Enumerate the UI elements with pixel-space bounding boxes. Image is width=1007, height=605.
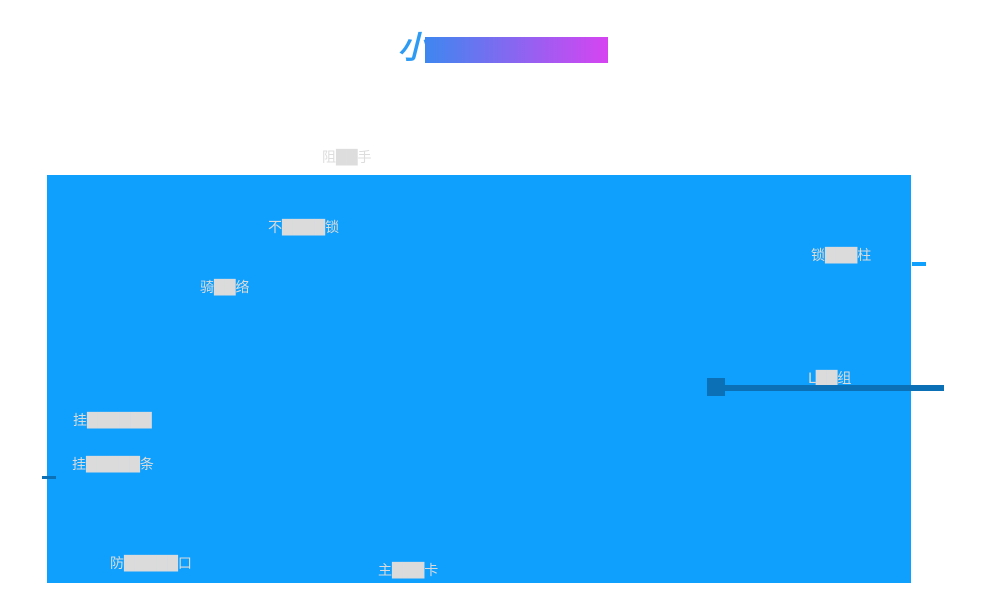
led-leader-line bbox=[723, 385, 944, 391]
feature-label-7: 防█████口 bbox=[110, 556, 192, 572]
feature-label-1: 不████锁 bbox=[268, 220, 340, 236]
title-unrendered-glyphs-block bbox=[425, 37, 608, 63]
feature-label-8: 主███卡 bbox=[378, 563, 439, 579]
feature-label-3: 锁███柱 bbox=[811, 248, 872, 264]
leader-line-stub-left bbox=[42, 476, 56, 479]
led-square-marker bbox=[707, 378, 725, 396]
feature-label-2: 骑██络 bbox=[200, 280, 250, 296]
page-title: 小 bbox=[0, 30, 1007, 70]
feature-label-5: 挂██████ bbox=[73, 413, 152, 429]
product-image-panel bbox=[47, 175, 911, 583]
feature-label-frame-top: 阻██手 bbox=[322, 150, 372, 166]
feature-label-led: L██组 bbox=[808, 371, 852, 387]
leader-line-stub-right bbox=[912, 262, 926, 266]
feature-label-6: 挂█████条 bbox=[72, 457, 154, 473]
title-text: 小 bbox=[398, 30, 429, 66]
